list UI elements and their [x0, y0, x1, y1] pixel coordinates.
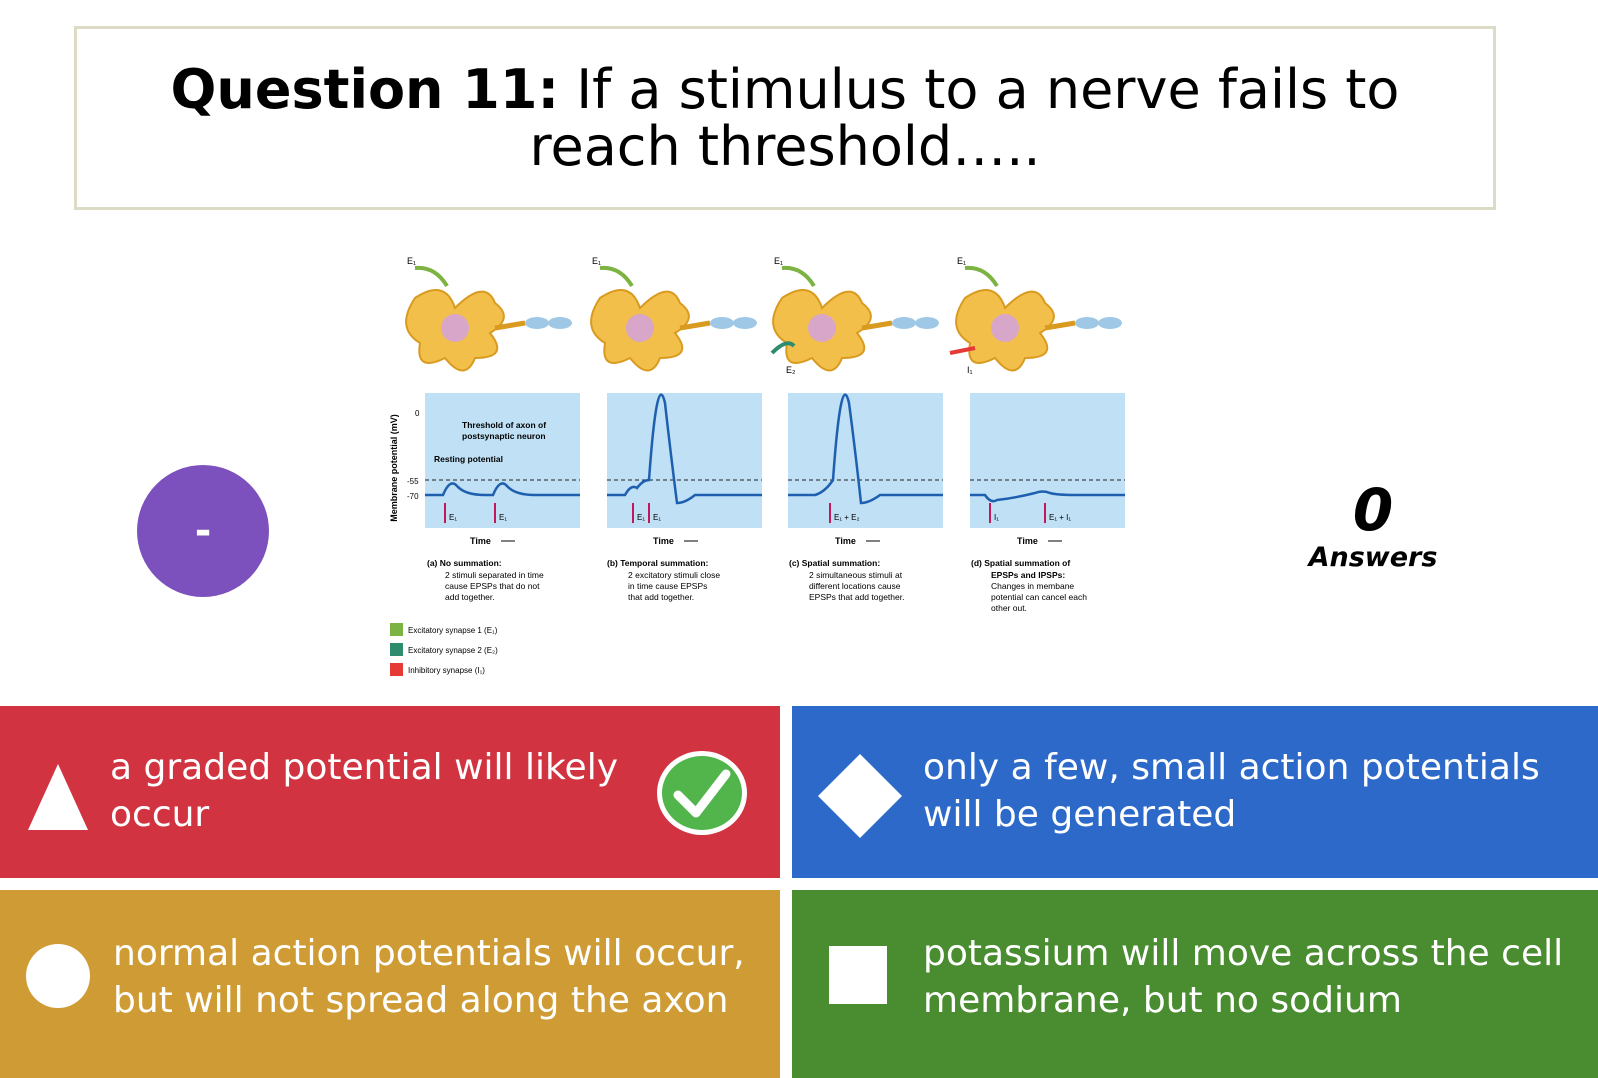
answer-option-b[interactable]: only a few, small action potentials will…	[792, 706, 1598, 878]
time-label-c: Time	[835, 536, 856, 546]
triangle-icon	[28, 764, 88, 830]
summation-diagram: E₁ E₁ E₁ E₂ E₁ I₁ Membrane potential (mV…	[389, 256, 1125, 676]
caption-b-line3: that add together.	[628, 592, 694, 602]
marker-b-1: E₁	[637, 513, 645, 522]
trace-d	[970, 490, 1125, 503]
caption-b-line2: in time cause EPSPs	[628, 581, 707, 591]
caption-c-line3: EPSPs that add together.	[809, 592, 904, 602]
circle-icon	[26, 944, 90, 1008]
option-c-line2: but will not spread along the axon	[113, 980, 729, 1021]
panel-d-input-bottom: I₁	[967, 365, 973, 375]
answer-option-c[interactable]: normal action potentials will occur, but…	[0, 890, 780, 1078]
panel-c-input-top: E₁	[774, 256, 783, 266]
panel-d-input-top: E₁	[957, 256, 966, 266]
option-a-line1: a graded potential will likely	[110, 747, 619, 788]
y-tick-0: 0	[415, 409, 420, 418]
neuron-c	[770, 265, 939, 372]
neuron-b	[590, 265, 757, 372]
option-b-line2: will be generated	[923, 794, 1237, 835]
legend-swatch-e2	[390, 643, 403, 656]
option-d-line2: membrane, but no sodium	[923, 980, 1402, 1021]
panel-c-input-bottom: E₂	[786, 365, 796, 375]
caption-a-line2: cause EPSPs that do not	[445, 581, 540, 591]
panel-d-plot	[970, 393, 1125, 528]
threshold-label-line1: Threshold of axon of	[462, 420, 546, 430]
neuron-d	[949, 265, 1122, 372]
correct-check-icon	[657, 751, 747, 835]
diamond-icon	[818, 754, 902, 838]
trace-a	[425, 482, 580, 497]
trace-c	[788, 393, 943, 505]
panel-b-plot	[607, 393, 762, 528]
timer-circle: -	[137, 465, 269, 597]
panel-a-input-top: E₁	[407, 256, 416, 266]
square-icon	[829, 946, 887, 1004]
resting-potential-label: Resting potential	[434, 454, 503, 464]
legend-label-e1: Excitatory synapse 1 (E₁)	[408, 626, 498, 635]
marker-d-2: E₁ + I₁	[1049, 513, 1071, 522]
legend-swatch-e1	[390, 623, 403, 636]
marker-c-1: E₁ + E₂	[834, 513, 860, 522]
option-b-line1: only a few, small action potentials	[923, 747, 1540, 788]
option-c-text: normal action potentials will occur, but…	[113, 930, 773, 1024]
caption-c-line2: different locations cause	[809, 581, 901, 591]
y-tick-70: -70	[407, 492, 419, 501]
stimulus-arrows	[444, 503, 1046, 523]
time-label-d: Time	[1017, 536, 1038, 546]
caption-a-title: (a) No summation:	[427, 558, 502, 568]
answer-count-label: Answers	[1308, 542, 1438, 573]
caption-d-line2: Changes in membane	[991, 581, 1074, 591]
panel-a-plot	[425, 393, 580, 528]
legend-label-e2: Excitatory synapse 2 (E₂)	[408, 646, 498, 655]
y-axis-label: Membrane potential (mV)	[389, 414, 399, 522]
caption-a-line1: 2 stimuli separated in time	[445, 570, 544, 580]
legend-swatch-i1	[390, 663, 403, 676]
marker-a-2: E₁	[499, 513, 507, 522]
caption-c-title: (c) Spatial summation:	[789, 558, 880, 568]
caption-d-title: (d) Spatial summation of	[971, 558, 1070, 568]
answer-counter: 0 Answers	[1300, 478, 1446, 574]
time-label-a: Time	[470, 536, 491, 546]
caption-b-line1: 2 excitatory stimuli close	[628, 570, 720, 580]
caption-d-line3: potential can cancel each	[991, 592, 1087, 602]
panel-b-input-top: E₁	[592, 256, 601, 266]
voltage-traces	[425, 393, 1125, 505]
timer-value: -	[194, 508, 212, 554]
caption-d-line4: other out.	[991, 603, 1027, 613]
caption-b-title: (b) Temporal summation:	[607, 558, 709, 568]
marker-a-1: E₁	[449, 513, 457, 522]
caption-a-line3: add together.	[445, 592, 495, 602]
legend-label-i1: Inhibitory synapse (I₁)	[408, 666, 485, 675]
answer-option-a[interactable]: a graded potential will likely occur	[0, 706, 780, 878]
figure-legend: Excitatory synapse 1 (E₁) Excitatory syn…	[390, 623, 498, 676]
question-prefix: Question 11:	[170, 58, 560, 121]
answer-count: 0	[1352, 476, 1394, 544]
y-tick-55: -55	[407, 477, 419, 486]
caption-d-line1: EPSPs and IPSPs:	[991, 570, 1065, 580]
option-a-text: a graded potential will likely occur	[110, 744, 630, 838]
question-text: Question 11: If a stimulus to a nerve fa…	[125, 61, 1445, 175]
neuron-a	[405, 265, 572, 372]
panel-c-plot	[788, 393, 943, 528]
marker-d-1: I₁	[994, 513, 999, 522]
question-body: If a stimulus to a nerve fails to reach …	[529, 58, 1400, 178]
answer-option-d[interactable]: potassium will move across the cell memb…	[792, 890, 1598, 1078]
option-c-line1: normal action potentials will occur,	[113, 933, 745, 974]
captions: (a) No summation: 2 stimuli separated in…	[427, 558, 1087, 613]
caption-c-line1: 2 simultaneous stimuli at	[809, 570, 903, 580]
neuron-illustrations: E₁ E₁ E₁ E₂ E₁ I₁	[405, 256, 1122, 375]
threshold-label-line2: postsynaptic neuron	[462, 431, 546, 441]
option-d-text: potassium will move across the cell memb…	[923, 930, 1593, 1024]
trace-b	[607, 393, 762, 505]
option-d-line1: potassium will move across the cell	[923, 933, 1564, 974]
time-label-b: Time	[653, 536, 674, 546]
option-b-text: only a few, small action potentials will…	[923, 744, 1583, 838]
question-box: Question 11: If a stimulus to a nerve fa…	[74, 26, 1496, 210]
option-a-line2: occur	[110, 794, 210, 835]
marker-b-2: E₁	[653, 513, 661, 522]
summation-figure: E₁ E₁ E₁ E₂ E₁ I₁ Membrane potential (mV…	[385, 248, 1145, 688]
